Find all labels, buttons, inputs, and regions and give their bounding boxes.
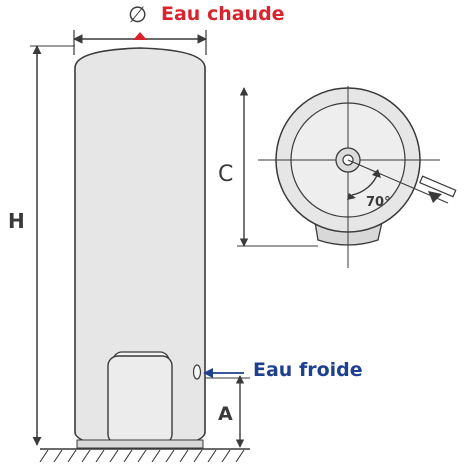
cold-water-label: Eau froide — [253, 359, 363, 381]
a-label: A — [218, 403, 233, 425]
hot-water-label: Eau chaude — [161, 3, 285, 25]
hot-outlet-icon — [133, 32, 147, 40]
cold-inlet-nipple-icon — [192, 364, 202, 380]
height-label: H — [8, 209, 25, 233]
top-view — [258, 86, 457, 268]
c-dimension — [237, 87, 318, 247]
access-panel — [107, 351, 173, 445]
angle-label: 70° — [366, 195, 391, 210]
diameter-symbol: ∅ — [128, 3, 147, 28]
height-dimension — [30, 45, 75, 446]
cold-inlet-icon — [203, 368, 244, 378]
ground-icon — [39, 439, 250, 463]
a-dimension — [205, 375, 250, 448]
c-label: C — [218, 162, 233, 187]
